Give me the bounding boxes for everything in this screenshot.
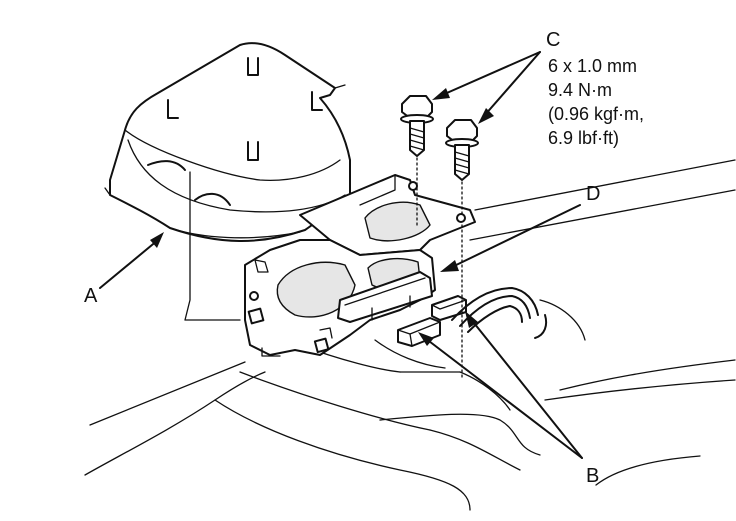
leader-b bbox=[418, 311, 583, 459]
wire-harness bbox=[451, 287, 548, 339]
leader-c bbox=[432, 51, 541, 124]
leader-d bbox=[440, 204, 581, 272]
label-d: D bbox=[586, 183, 600, 205]
cover-part-a bbox=[104, 42, 351, 321]
spec-torque-kgf: (0.96 kgf·m, bbox=[548, 104, 644, 124]
spec-torque-lbf: 6.9 lbf·ft) bbox=[548, 128, 619, 148]
spec-torque-nm: 9.4 N·m bbox=[548, 80, 612, 100]
spec-bolt-size: 6 x 1.0 mm bbox=[548, 56, 637, 76]
bolt-right bbox=[445, 119, 479, 381]
bracket-part-d bbox=[244, 174, 476, 357]
label-c: C bbox=[546, 29, 560, 51]
torque-spec: 6 x 1.0 mm 9.4 N·m (0.96 kgf·m, 6.9 lbf·… bbox=[548, 56, 644, 148]
leader-a bbox=[99, 232, 164, 289]
label-a: A bbox=[84, 285, 98, 307]
bolt-left bbox=[400, 95, 434, 226]
label-b: B bbox=[586, 465, 599, 487]
